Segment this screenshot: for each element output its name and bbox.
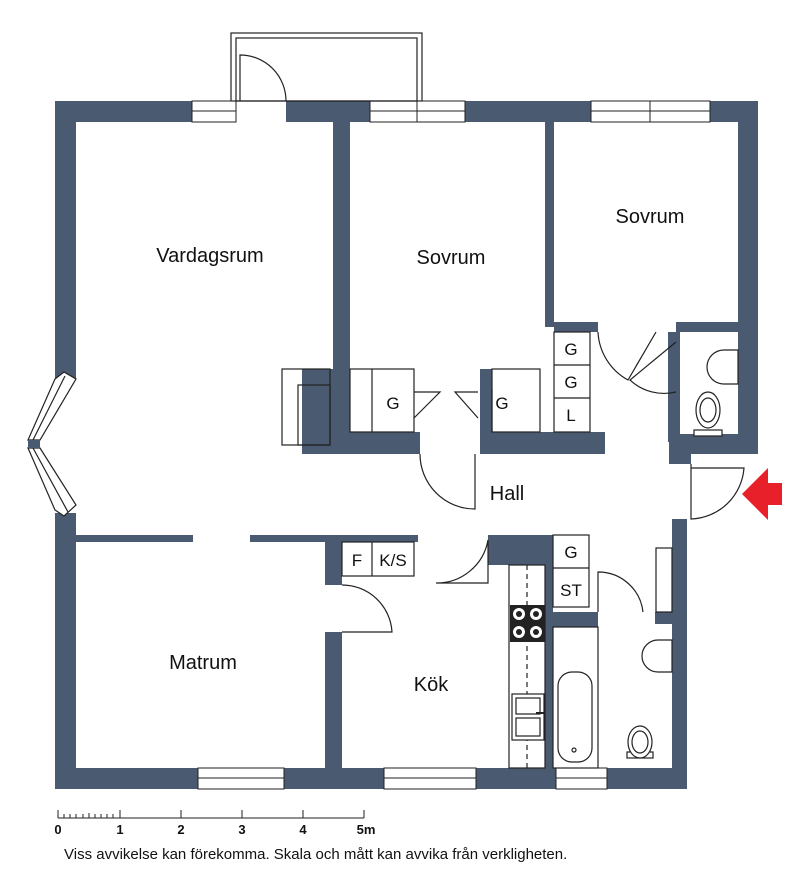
stove-icon	[510, 605, 545, 642]
storage-label-l: L	[566, 406, 575, 425]
sink-icon	[511, 693, 545, 741]
scale-bar	[57, 810, 365, 819]
storage-boxes	[341, 331, 591, 608]
room-label-matrum: Matrum	[169, 652, 237, 674]
scale-tick-5m: 5m	[357, 822, 376, 837]
walls	[55, 101, 758, 789]
scale-tick-0: 0	[54, 822, 61, 837]
scale-tick-2: 2	[177, 822, 184, 837]
bathtub-icon	[552, 626, 599, 769]
storage-label-g-left: G	[386, 394, 399, 413]
doors	[281, 331, 745, 633]
storage-label-g-mid: G	[495, 394, 508, 413]
storage-label-f: F	[352, 551, 362, 570]
balcony	[230, 32, 423, 102]
disclaimer-text: Viss avvikelse kan förekomma. Skala och …	[64, 846, 568, 863]
room-label-hall: Hall	[490, 483, 524, 505]
washbasin-icon	[641, 349, 739, 673]
scale-tick-3: 3	[238, 822, 245, 837]
bay-window	[27, 371, 77, 517]
red-arrow-icon	[742, 468, 782, 520]
room-label-kok: Kök	[414, 674, 449, 696]
toilet-icon	[626, 391, 723, 759]
storage-label-g-upper-2: G	[564, 373, 577, 392]
room-label-vardagsrum: Vardagsrum	[156, 245, 263, 267]
storage-label-g-upper-1: G	[564, 340, 577, 359]
windows	[191, 100, 711, 790]
storage-label-g-kitchen: G	[564, 543, 577, 562]
scale-tick-4: 4	[299, 822, 307, 837]
scale-tick-1: 1	[116, 822, 123, 837]
storage-label-ks: K/S	[379, 551, 406, 570]
room-label-sovrum-1: Sovrum	[417, 247, 486, 269]
storage-label-st: ST	[560, 581, 582, 600]
room-label-sovrum-2: Sovrum	[616, 206, 685, 228]
